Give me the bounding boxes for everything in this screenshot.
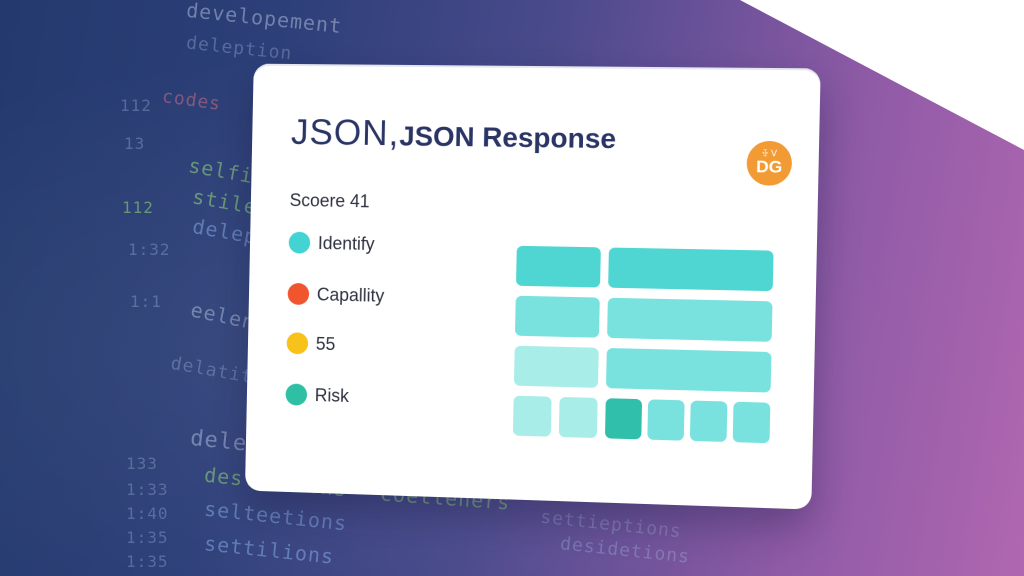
grid-block [604,398,643,440]
card-title: JSON,JSON Response [291,111,617,157]
score-label: Scoere 41 [289,190,370,212]
legend-label: Identify [317,232,375,254]
legend-label: Capallity [316,284,385,306]
line-number: 112 [122,198,154,217]
grid-block [647,399,685,441]
legend-dot-icon [288,231,311,254]
code-line: developement [185,0,344,39]
legend-item-identify: Identify [288,230,375,257]
logo-badge: ꔀ V DG [746,140,793,186]
legend-item-55: 55 [286,330,336,357]
grid-block [513,345,599,388]
grid-block [608,247,774,292]
line-number: 112 [120,96,152,115]
code-line: codes [160,85,223,116]
badge-initials: DG [755,157,783,177]
legend-dot-icon [285,383,308,406]
grid-block [605,347,772,393]
line-number: 13 [124,134,146,153]
line-number: 1:35 [126,528,169,547]
grid-block [512,395,552,437]
json-response-card: JSON,JSON Response ꔀ V DG Scoere 41 Iden… [244,63,821,510]
line-number: 1:40 [126,504,169,523]
code-line: settilions [203,531,336,569]
grid-block [607,297,773,342]
card-title-prefix: JSON, [290,111,400,154]
card-title-main: JSON Response [399,120,617,155]
legend-item-risk: Risk [285,381,349,408]
legend-dot-icon [287,282,310,306]
grid-block [732,401,771,444]
grid-block [689,400,728,442]
grid-block [515,245,601,288]
grid-block [558,396,598,439]
line-number: 1:35 [126,552,169,571]
line-number: 1:1 [130,292,162,311]
legend-label: Risk [314,384,350,406]
line-number: 133 [126,454,158,473]
code-line: deleption [185,32,294,65]
legend-item-capallity: Capallity [287,281,385,309]
grid-block [514,295,600,338]
legend-label: 55 [315,333,336,354]
line-number: 1:32 [128,240,171,259]
line-number: 1:33 [126,480,169,499]
code-line: selteetions [203,496,349,536]
legend-dot-icon [286,332,309,355]
